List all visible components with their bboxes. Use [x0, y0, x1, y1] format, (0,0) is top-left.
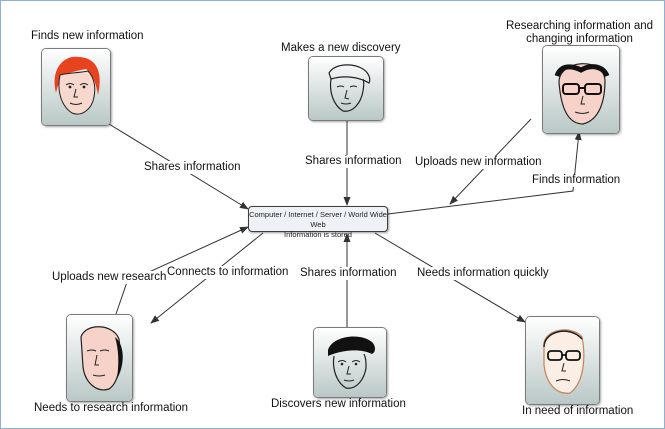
- portrait-glasses-sad: [525, 316, 600, 405]
- label-bottom-left-connects: Connects to information: [166, 266, 290, 279]
- portrait-glasses-bald: [542, 45, 620, 134]
- caption-top-right-line2: changing information: [526, 33, 633, 45]
- hub-title: Computer / Internet / Server / World Wid…: [249, 210, 387, 229]
- face-pink-icon: [67, 315, 132, 401]
- caption-top-right-line1: Researching information and: [506, 20, 654, 32]
- portrait-pink-face: [66, 314, 133, 402]
- portrait-glasses-up: [308, 56, 384, 121]
- caption-bottom-left: Needs to research information: [34, 402, 189, 414]
- caption-top-center: Makes a new discovery: [281, 42, 401, 54]
- label-top-left-shares: Shares information: [143, 161, 242, 174]
- caption-bottom-right: In need of information: [522, 405, 634, 417]
- face-glasses-sad-icon: [526, 317, 599, 404]
- label-bottom-left-uploads: Uploads new research: [51, 271, 168, 284]
- label-top-right-uploads: Uploads new information: [414, 156, 543, 169]
- caption-bottom-center: Discovers new information: [271, 398, 406, 410]
- hub-subtitle: Information is stored: [284, 230, 352, 239]
- face-cap-icon: [314, 328, 386, 397]
- hub-box: Computer / Internet / Server / World Wid…: [248, 206, 388, 239]
- arrow-hub-to-top-right: [387, 131, 582, 215]
- label-top-right-finds: Finds information: [531, 174, 622, 187]
- face-sketch-icon: [309, 57, 383, 120]
- caption-top-right: Researching information and changing inf…: [506, 20, 653, 46]
- face-red-hair-icon: [42, 49, 110, 125]
- label-top-center-shares: Shares information: [304, 155, 403, 168]
- label-bottom-center-shares: Shares information: [299, 267, 398, 280]
- face-glasses-icon: [543, 46, 619, 133]
- portrait-cap: [313, 327, 387, 398]
- portrait-red-hair: [41, 48, 111, 126]
- caption-top-left: Finds new information: [31, 30, 144, 42]
- label-bottom-right-needs: Needs information quickly: [416, 267, 550, 280]
